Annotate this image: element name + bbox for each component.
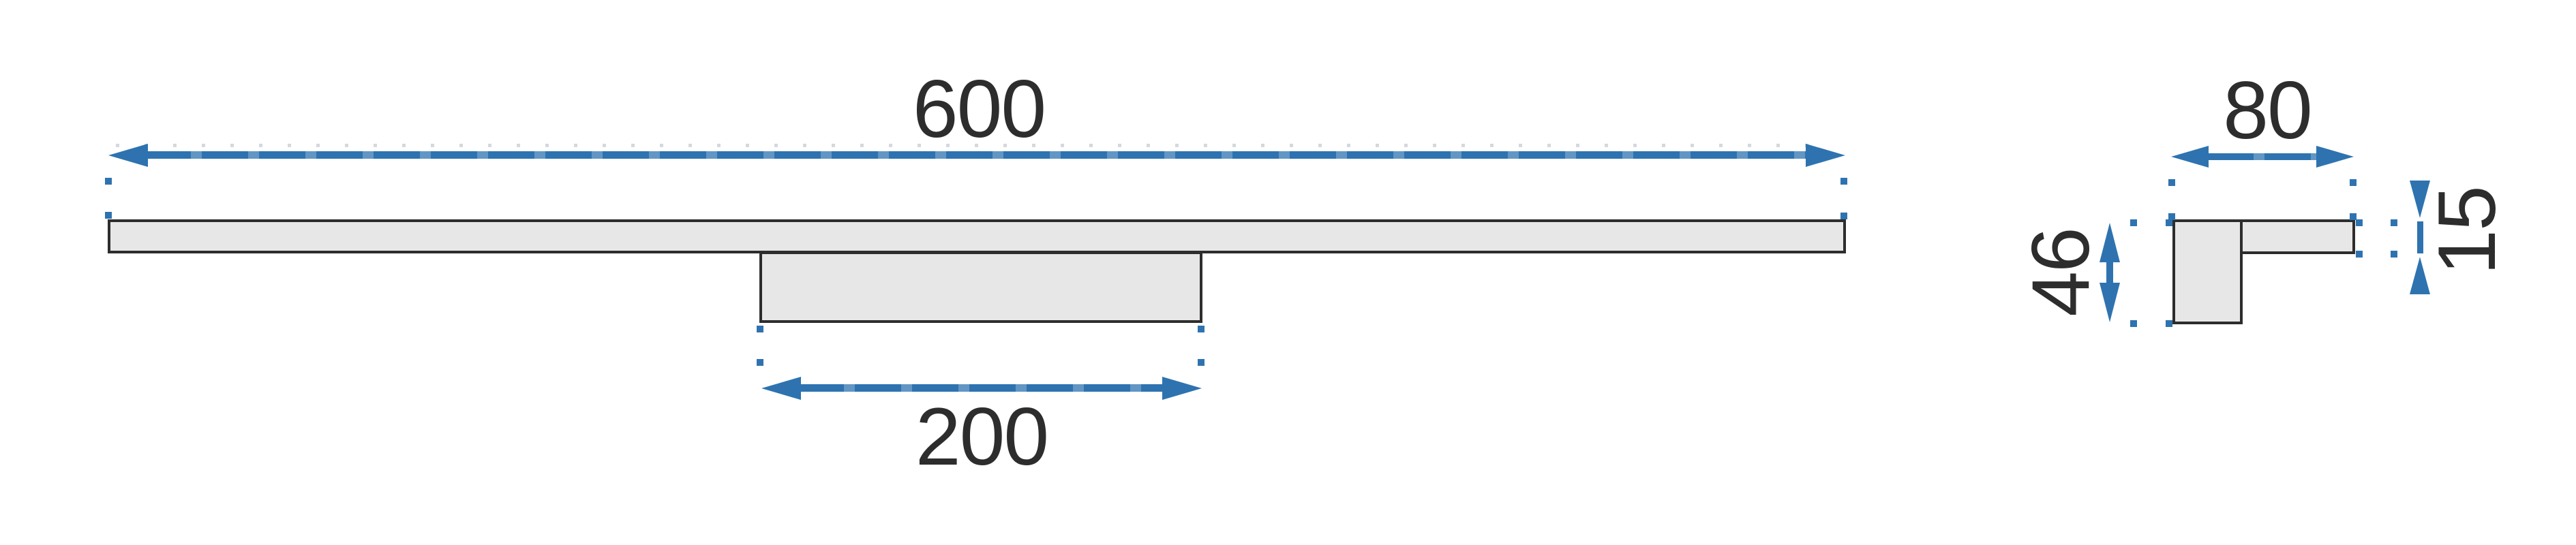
dimension-label-46: 46 bbox=[2015, 228, 2106, 317]
dimension-label-600: 600 bbox=[912, 63, 1046, 155]
extension-dot bbox=[2356, 219, 2363, 226]
dimension-label-80: 80 bbox=[2223, 65, 2312, 156]
arrowhead-right-icon bbox=[1162, 377, 1202, 400]
extension-dot bbox=[2391, 219, 2397, 226]
mounting-bracket-side bbox=[2172, 219, 2243, 324]
extension-dot bbox=[757, 359, 763, 366]
extension-dot bbox=[1198, 326, 1204, 332]
arrowhead-left-icon bbox=[761, 377, 801, 400]
arrowhead-right-icon bbox=[1806, 144, 1845, 167]
mounting-bracket-front bbox=[759, 251, 1202, 323]
extension-dot bbox=[757, 326, 763, 332]
arrowhead-up-icon bbox=[2100, 223, 2120, 262]
extension-dot bbox=[105, 178, 112, 185]
dimension-line bbox=[2207, 153, 2318, 160]
extension-dot bbox=[1198, 359, 1204, 366]
extension-dot bbox=[105, 212, 112, 219]
dotted-guide-line bbox=[116, 144, 1834, 147]
dimension-line bbox=[2417, 221, 2423, 253]
extension-dot bbox=[2391, 251, 2397, 258]
lamp-bar-front bbox=[108, 219, 1846, 253]
arrowhead-down-icon bbox=[2100, 283, 2120, 322]
arrowhead-left-icon bbox=[108, 144, 148, 167]
extension-dot bbox=[2168, 179, 2175, 186]
extension-dot bbox=[2350, 179, 2357, 186]
extension-dot bbox=[2166, 320, 2172, 327]
extension-dot bbox=[2356, 251, 2363, 258]
dimension-line bbox=[798, 384, 1166, 392]
extension-dot bbox=[2168, 213, 2175, 220]
lamp-bar-side bbox=[2240, 219, 2355, 254]
extension-dot bbox=[2350, 213, 2357, 220]
arrowhead-right-icon bbox=[2316, 146, 2354, 168]
dimension-line bbox=[145, 151, 1808, 159]
arrowhead-down-icon bbox=[2410, 181, 2430, 218]
extension-dot bbox=[2130, 219, 2137, 226]
arrowhead-up-icon bbox=[2410, 257, 2430, 294]
extension-dot bbox=[2166, 219, 2172, 226]
dimension-label-15: 15 bbox=[2421, 187, 2513, 275]
arrowhead-left-icon bbox=[2171, 146, 2209, 168]
dimension-label-200: 200 bbox=[915, 391, 1049, 482]
extension-dot bbox=[2130, 320, 2137, 327]
extension-dot bbox=[1840, 178, 1847, 185]
extension-dot bbox=[1840, 213, 1847, 219]
dimension-line bbox=[2106, 261, 2113, 285]
